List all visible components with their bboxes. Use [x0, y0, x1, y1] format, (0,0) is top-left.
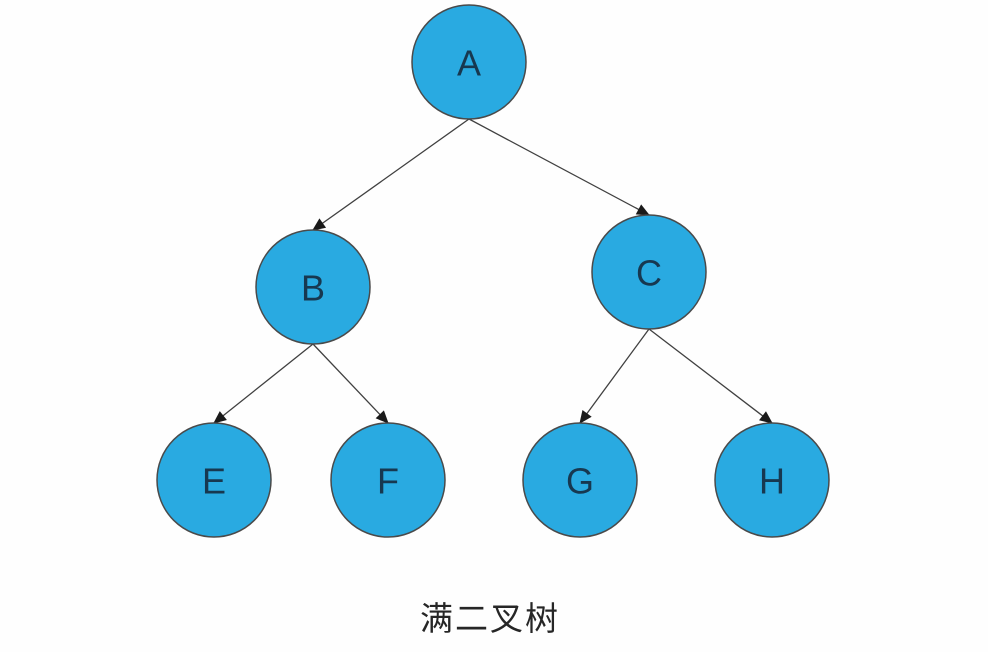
edge-A-to-B: [312, 118, 470, 231]
node-circle-B: [255, 229, 371, 345]
node-circle-F: [330, 422, 446, 538]
node-label-C: C: [636, 253, 662, 294]
tree-node-G: G: [522, 422, 638, 538]
tree-node-B: B: [255, 229, 371, 345]
tree-node-A: A: [411, 4, 527, 120]
node-circle-G: [522, 422, 638, 538]
node-circle-C: [591, 214, 707, 330]
node-circle-H: [714, 422, 830, 538]
node-label-B: B: [301, 268, 325, 309]
edge-B-to-F: [312, 343, 389, 424]
diagram-caption: 满二叉树: [420, 602, 560, 638]
edge-C-to-H: [648, 328, 773, 424]
node-label-G: G: [566, 461, 594, 502]
node-label-H: H: [759, 461, 785, 502]
node-label-F: F: [377, 461, 399, 502]
node-layer: A B C E F G H: [156, 4, 830, 538]
tree-node-C: C: [591, 214, 707, 330]
node-label-A: A: [457, 43, 481, 84]
node-label-E: E: [202, 461, 226, 502]
tree-node-F: F: [330, 422, 446, 538]
tree-node-E: E: [156, 422, 272, 538]
edge-B-to-E: [213, 343, 314, 424]
edge-C-to-G: [579, 328, 650, 424]
tree-node-H: H: [714, 422, 830, 538]
edge-layer: [213, 118, 773, 424]
node-circle-E: [156, 422, 272, 538]
node-circle-A: [411, 4, 527, 120]
edge-A-to-C: [468, 118, 650, 216]
